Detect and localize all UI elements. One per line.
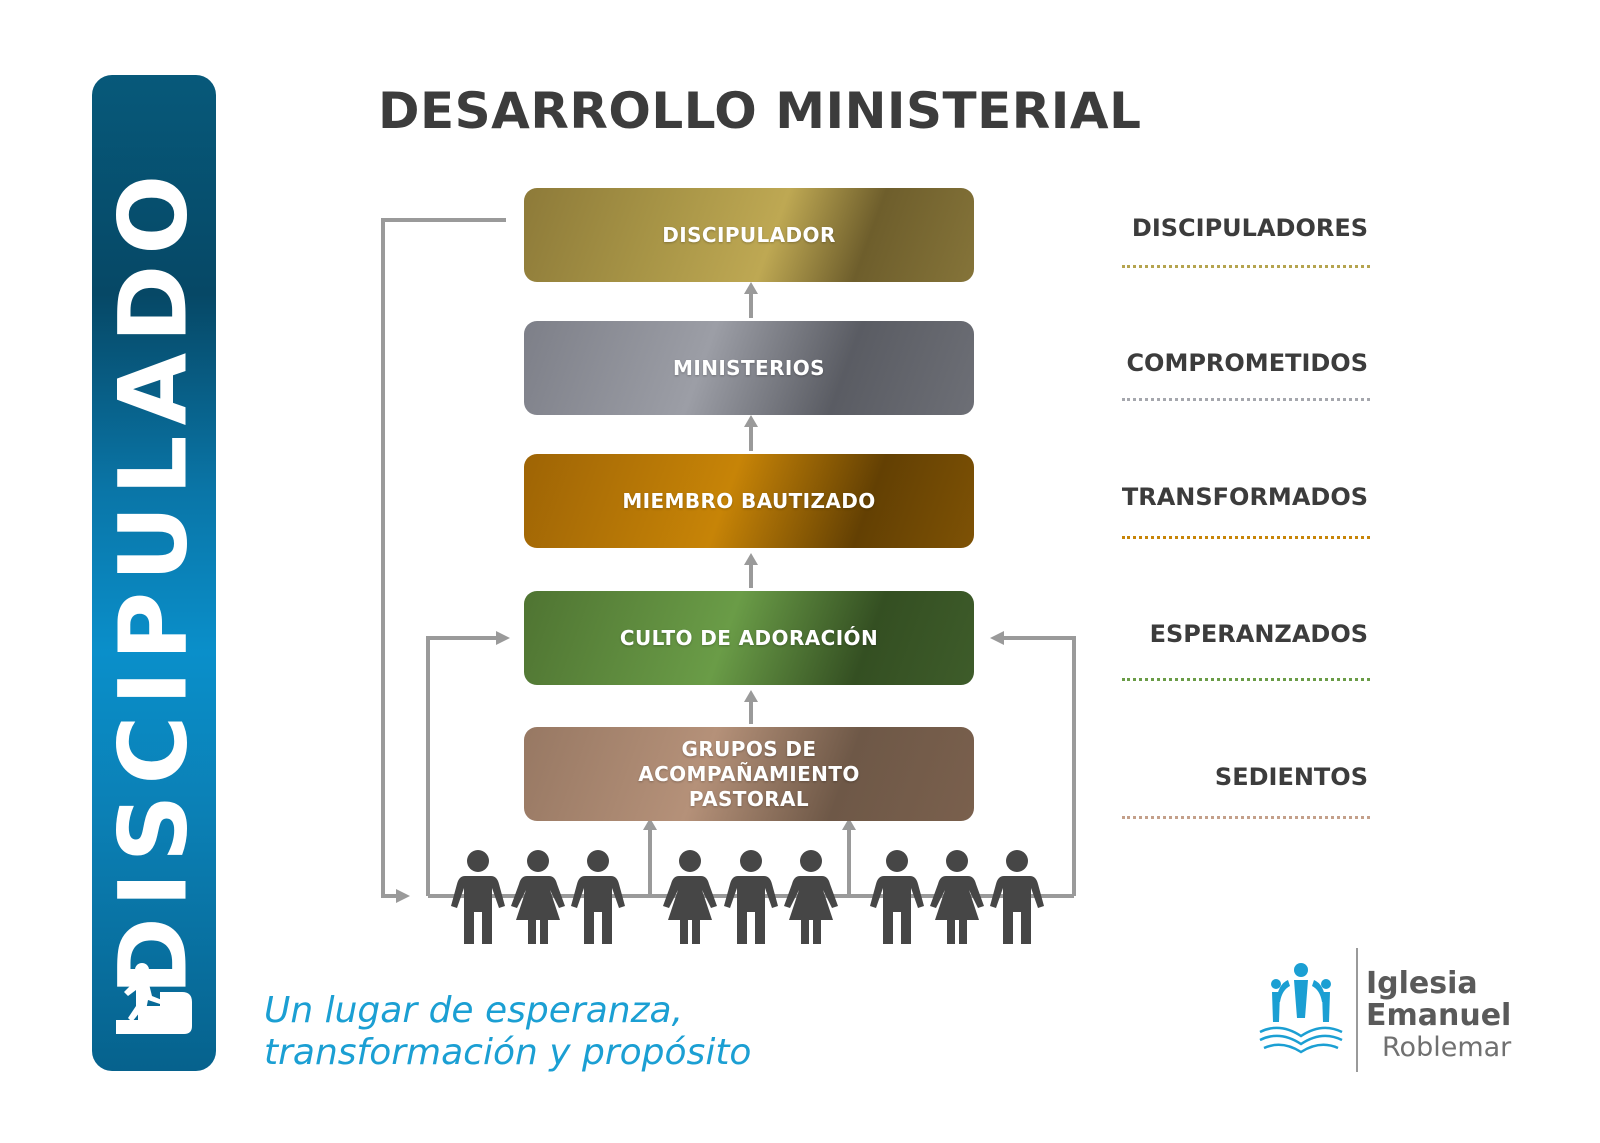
logo-divider (1356, 948, 1358, 1072)
tagline-line-1: Un lugar de esperanza, (264, 990, 684, 1031)
level-comprometidos: COMPROMETIDOS (1126, 349, 1368, 377)
level-divider-discipuladores (1122, 265, 1370, 268)
stage-culto-de-adoracion: CULTO DE ADORACIÓN (524, 591, 974, 685)
stage-miembro-bautizado: MIEMBRO BAUTIZADO (524, 454, 974, 548)
level-discipuladores: DISCIPULADORES (1131, 214, 1368, 242)
church-emblem-icon (1259, 963, 1343, 1054)
logo-name-line-1: Iglesia (1366, 966, 1478, 1001)
person-icon (571, 850, 625, 944)
person-icon (870, 850, 924, 944)
level-transformados: TRANSFORMADOS (1121, 483, 1368, 511)
stage-discipulador: DISCIPULADOR (524, 188, 974, 282)
person-icon (784, 850, 838, 944)
stage-grupos-acompanamiento: GRUPOS DE ACOMPAÑAMIENTO PASTORAL (524, 727, 974, 821)
level-sedientos: SEDIENTOS (1214, 763, 1368, 791)
person-icon (724, 850, 778, 944)
person-icon (990, 850, 1044, 944)
logo-subtitle: Roblemar (1382, 1032, 1512, 1063)
person-icon (930, 850, 984, 944)
tagline: Un lugar de esperanza, transformación y … (264, 990, 751, 1074)
level-divider-esperanzados (1122, 678, 1370, 681)
page-title: DESARROLLO MINISTERIAL (378, 82, 1142, 140)
sidebar-banner (92, 75, 216, 1071)
climbing-stairs-icon (116, 963, 192, 1034)
logo-name-line-2: Emanuel (1366, 998, 1512, 1033)
person-icon (663, 850, 717, 944)
stage-grupos-label: GRUPOS DE ACOMPAÑAMIENTO PASTORAL (638, 736, 860, 811)
tagline-line-2: transformación y propósito (264, 1032, 752, 1073)
stage-ministerios: MINISTERIOS (524, 321, 974, 415)
level-divider-sedientos (1122, 816, 1370, 819)
level-esperanzados: ESPERANZADOS (1149, 620, 1368, 648)
level-divider-transformados (1122, 536, 1370, 539)
person-icon (451, 850, 505, 944)
person-icon (511, 850, 565, 944)
level-divider-comprometidos (1122, 398, 1370, 401)
